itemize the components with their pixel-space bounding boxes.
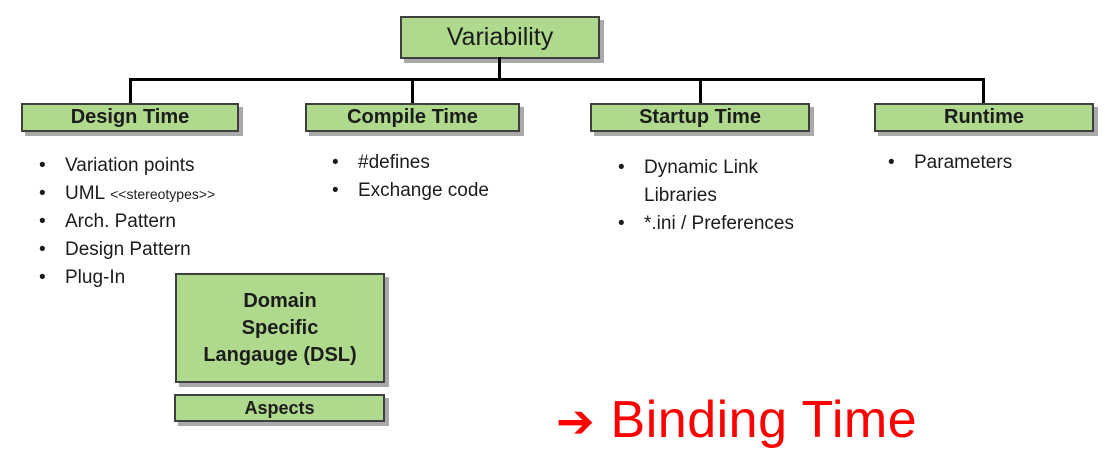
list-item: Plug-In bbox=[35, 264, 285, 292]
list-item: #defines bbox=[328, 149, 558, 177]
aspects-label: Aspects bbox=[244, 397, 315, 418]
right-arrow-icon: ➔ bbox=[556, 394, 595, 447]
connector-drop-compile bbox=[411, 80, 414, 104]
list-item: Exchange code bbox=[328, 177, 558, 205]
root-box-variability: Variability bbox=[400, 16, 600, 59]
connector-root-stem bbox=[498, 57, 501, 79]
stereotypes-note: <<stereotypes>> bbox=[110, 186, 216, 202]
list-item: *.ini / Preferences bbox=[614, 210, 810, 238]
list-item: Design Pattern bbox=[35, 236, 285, 264]
dsl-box: Domain Specific Langauge (DSL) bbox=[175, 273, 385, 383]
list-item: Dynamic Link Libraries bbox=[614, 154, 810, 210]
connector-drop-runtime bbox=[982, 80, 985, 104]
list-item: Parameters bbox=[884, 149, 1104, 177]
list-item: Variation points bbox=[35, 152, 285, 180]
binding-time-label: Binding Time bbox=[610, 391, 918, 449]
root-label: Variability bbox=[446, 23, 554, 51]
connector-drop-startup bbox=[699, 80, 702, 104]
design-time-list: Variation points UML<<stereotypes>> Arch… bbox=[35, 152, 285, 292]
startup-time-list: Dynamic Link Libraries *.ini / Preferenc… bbox=[614, 154, 810, 238]
branch-label: Design Time bbox=[70, 106, 190, 128]
list-item: UML<<stereotypes>> bbox=[35, 180, 285, 208]
connector-horizontal-bar bbox=[129, 78, 985, 81]
branch-box-compile-time: Compile Time bbox=[305, 103, 520, 132]
runtime-list: Parameters bbox=[884, 149, 1104, 177]
connector-drop-design bbox=[129, 80, 132, 104]
aspects-box: Aspects bbox=[174, 394, 385, 422]
dsl-label: Domain Specific Langauge (DSL) bbox=[203, 289, 357, 366]
branch-label: Runtime bbox=[944, 106, 1024, 128]
branch-label: Compile Time bbox=[347, 106, 478, 128]
list-item: Arch. Pattern bbox=[35, 208, 285, 236]
binding-time-annotation: ➔ Binding Time bbox=[556, 391, 918, 449]
branch-label: Startup Time bbox=[639, 106, 761, 128]
branch-box-startup-time: Startup Time bbox=[590, 103, 810, 132]
branch-box-design-time: Design Time bbox=[21, 103, 239, 132]
compile-time-list: #defines Exchange code bbox=[328, 149, 558, 205]
branch-box-runtime: Runtime bbox=[874, 103, 1094, 132]
